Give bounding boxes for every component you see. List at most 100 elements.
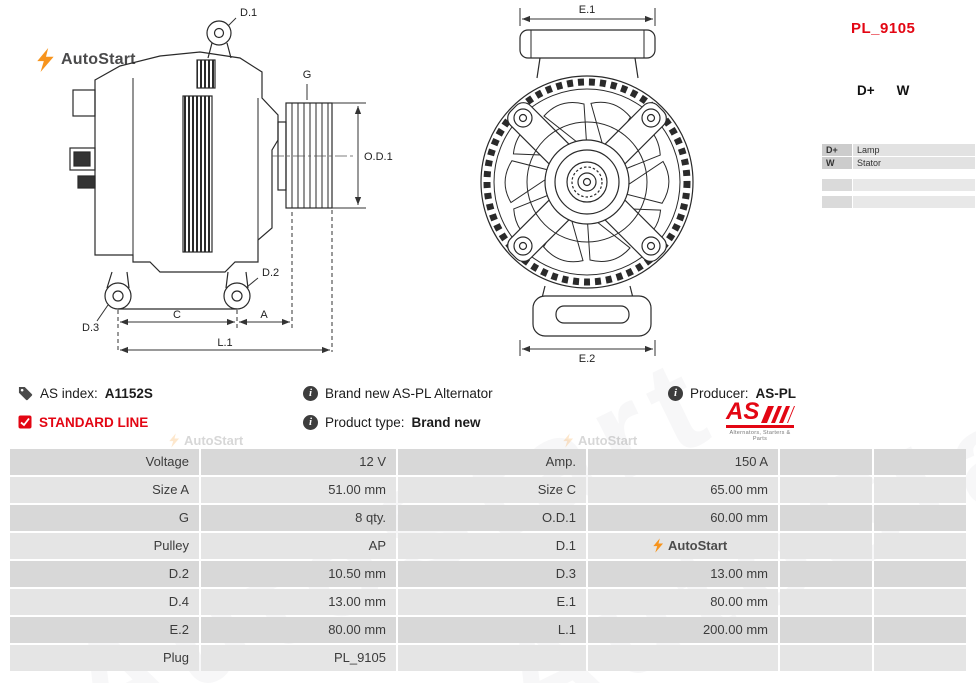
product-type-label: Product type: <box>325 414 405 430</box>
autostart-logo: AutoStart <box>35 48 136 72</box>
spec-value-cell <box>874 505 966 531</box>
product-type: i Product type: Brand new <box>303 412 481 432</box>
spec-label-cell: Plug <box>10 645 199 671</box>
spec-value-cell <box>874 477 966 503</box>
aspl-flag-icon <box>761 406 796 423</box>
spec-value-cell: AP <box>201 533 396 559</box>
standard-line: STANDARD LINE <box>18 412 148 432</box>
dim-label-d1: D.1 <box>240 7 257 19</box>
spec-label-cell <box>780 449 872 475</box>
spec-label-cell <box>780 561 872 587</box>
spec-value-cell: 13.00 mm <box>588 561 778 587</box>
brand-new-text: Brand new AS-PL Alternator <box>325 385 493 401</box>
dim-label-g: G <box>303 69 312 81</box>
alternator-side-outline <box>69 20 333 310</box>
front-housing <box>480 29 694 289</box>
pulley <box>277 102 333 209</box>
dim-label-c: C <box>173 309 181 321</box>
bottom-bracket <box>532 285 652 337</box>
spec-value-cell: 150 A <box>588 449 778 475</box>
spec-label-cell <box>780 505 872 531</box>
dimension-lines <box>519 8 656 356</box>
spec-value-cell: 8 qty. <box>201 505 396 531</box>
lightning-bolt-icon <box>563 433 574 448</box>
lightning-bolt-icon <box>37 48 54 72</box>
spec-table: Voltage 12 V Amp. 150 A Size A 51.00 mm … <box>10 449 966 673</box>
spec-value-cell: PL_9105 <box>201 645 396 671</box>
spec-label-cell <box>780 617 872 643</box>
aspl-logo: AS Alternators, Starters & Parts <box>726 400 796 442</box>
spec-label-cell: D.1 <box>398 533 586 559</box>
product-type-value: Brand new <box>411 414 481 430</box>
producer: i Producer: AS-PL <box>668 383 796 403</box>
aspl-logo-rule <box>726 425 794 428</box>
spec-label-cell: O.D.1 <box>398 505 586 531</box>
spec-value-cell: 200.00 mm <box>588 617 778 643</box>
spec-label-cell <box>780 589 872 615</box>
spec-value-cell: 60.00 mm <box>588 505 778 531</box>
spec-label-cell: E.2 <box>10 617 199 643</box>
terminal-pin: W <box>822 157 852 169</box>
terminal-table-row: W Stator <box>822 157 976 169</box>
spec-label-cell: Amp. <box>398 449 586 475</box>
terminal-pin: D+ <box>822 144 852 156</box>
info-icon: i <box>668 385 683 401</box>
terminals-title: D+W <box>857 83 931 98</box>
spec-value-cell <box>874 617 966 643</box>
spec-value-cell <box>874 533 966 559</box>
info-icon: i <box>303 414 318 430</box>
dim-label-l1: L.1 <box>217 337 232 349</box>
spec-row: Plug PL_9105 <box>10 645 966 671</box>
spec-value-cell: 80.00 mm <box>201 617 396 643</box>
spec-label-cell <box>780 477 872 503</box>
spec-value-cell: 80.00 mm <box>588 589 778 615</box>
producer-value: AS-PL <box>755 385 797 401</box>
tag-icon <box>18 386 33 400</box>
dimension-labels: E.1 E.2 <box>579 4 596 365</box>
spec-value-cell <box>588 645 778 671</box>
lightning-bolt-icon <box>169 433 180 448</box>
as-index-value: A1152S <box>104 385 153 401</box>
dimension-lines <box>96 17 366 354</box>
autostart-logo-text: AutoStart <box>61 51 136 68</box>
dim-label-d3: D.3 <box>82 322 99 334</box>
spec-row: Size A 51.00 mm Size C 65.00 mm <box>10 477 966 503</box>
spec-label-cell: E.1 <box>398 589 586 615</box>
spec-value-cell: 13.00 mm <box>201 589 396 615</box>
spec-label-cell <box>398 645 586 671</box>
terminal-table-empty-row <box>822 196 976 208</box>
info-icon: i <box>303 385 318 401</box>
spec-label-cell <box>780 533 872 559</box>
part-code: PL_9105 <box>851 20 916 37</box>
spec-label-cell <box>780 645 872 671</box>
brand-new-note: i Brand new AS-PL Alternator <box>303 383 493 403</box>
spec-label-cell: L.1 <box>398 617 586 643</box>
front-view-drawing: E.1 E.2 <box>480 4 694 365</box>
spec-row: G 8 qty. O.D.1 60.00 mm <box>10 505 966 531</box>
ribbed-rim <box>483 78 691 286</box>
dim-label-e1: E.1 <box>579 4 596 16</box>
spec-row: D.4 13.00 mm E.1 80.00 mm <box>10 589 966 615</box>
checkbox-check-icon <box>18 415 32 429</box>
spec-label-cell: Pulley <box>10 533 199 559</box>
spec-row: D.2 10.50 mm D.3 13.00 mm <box>10 561 966 587</box>
spec-label-cell: Size A <box>10 477 199 503</box>
hub <box>526 121 648 243</box>
producer-label: Producer: <box>690 385 749 401</box>
spec-value-cell: 51.00 mm <box>201 477 396 503</box>
spec-value-cell: 65.00 mm <box>588 477 778 503</box>
terminal-desc: Stator <box>853 157 975 169</box>
dim-label-od1: O.D.1 <box>364 151 393 163</box>
spec-value-cell: 12 V <box>201 449 396 475</box>
terminal-dplus-label: D+ <box>857 83 875 98</box>
watermark-autostart-logo: AutoStart <box>168 433 243 448</box>
spec-row: Pulley AP D.1 <box>10 533 966 559</box>
spec-row: E.2 80.00 mm L.1 200.00 mm <box>10 617 966 643</box>
as-index: AS index: A1152S <box>18 383 153 403</box>
standard-line-text: STANDARD LINE <box>39 414 149 430</box>
spec-label-cell: D.2 <box>10 561 199 587</box>
spec-value-cell <box>874 645 966 671</box>
spec-label-cell: Size C <box>398 477 586 503</box>
spec-value-cell <box>874 449 966 475</box>
